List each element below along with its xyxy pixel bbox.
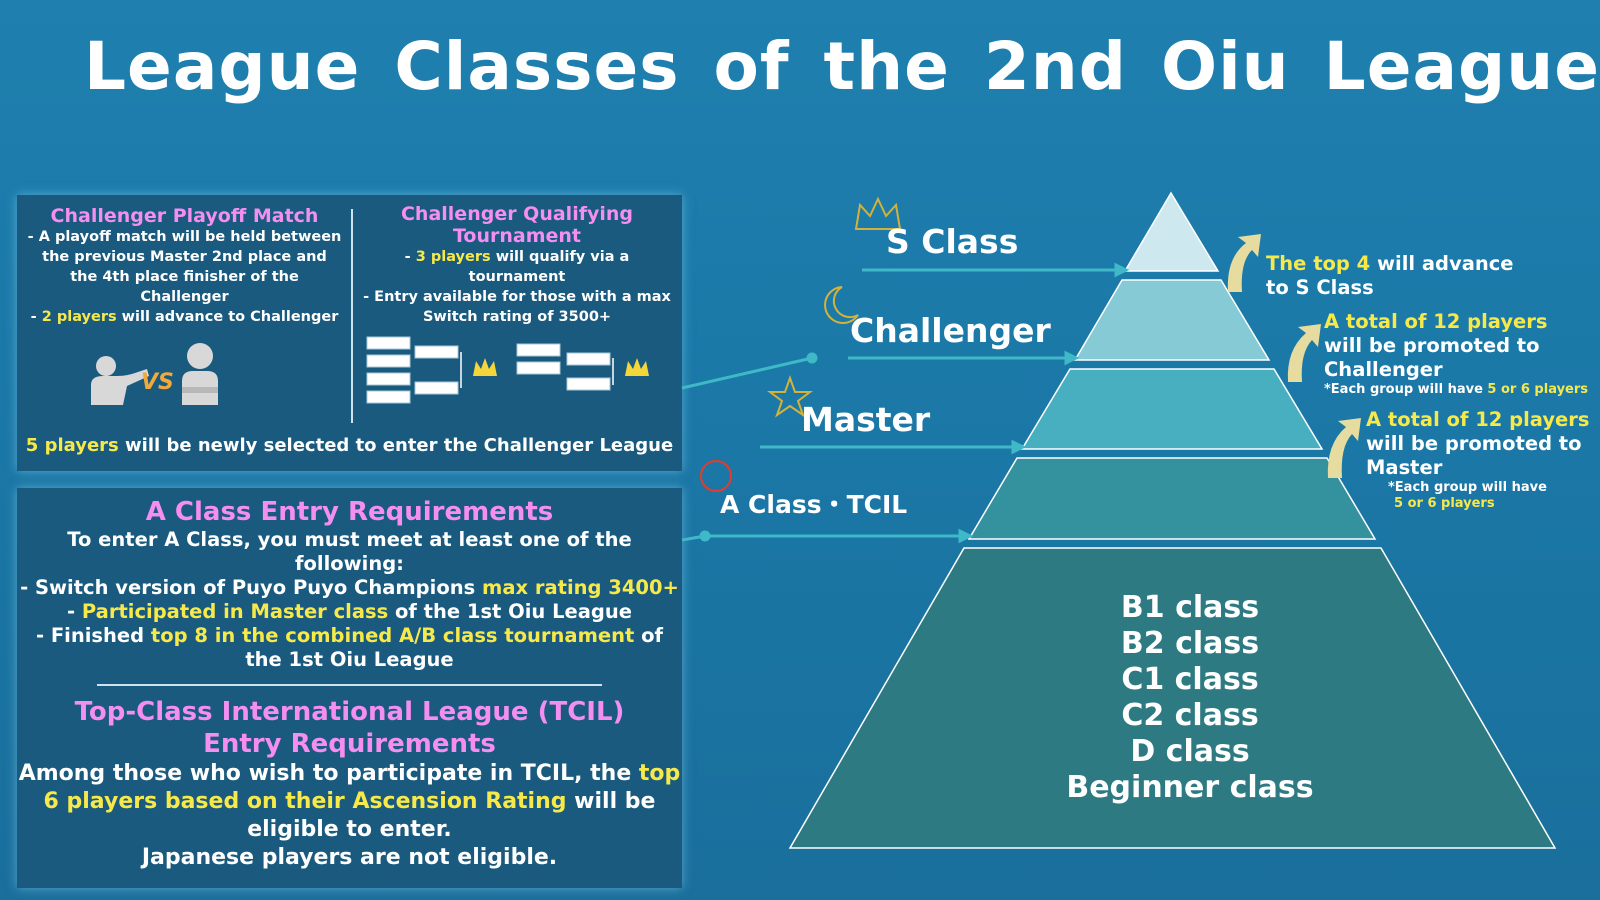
arrow-up-icon — [1227, 234, 1261, 292]
tier-a — [967, 457, 1377, 540]
tier-connectors — [681, 262, 1130, 544]
section-divider — [97, 684, 602, 686]
tcil-heading-1: Top-Class International League (TCIL) — [74, 697, 625, 727]
base-class-item: B1 class — [1120, 590, 1260, 625]
base-class-list: B1 class B2 class C1 class C2 class D cl… — [960, 590, 1420, 806]
challenger-entry-panel: Challenger Playoff Match - A playoff mat… — [17, 195, 682, 471]
playoff-column: Challenger Playoff Match - A playoff mat… — [27, 205, 342, 327]
crown-icon — [473, 358, 649, 376]
tier-label-master: Master — [801, 400, 931, 439]
decor-icons — [767, 196, 902, 418]
moon-icon — [824, 286, 859, 324]
star-outline-icon — [767, 375, 813, 418]
tcil-note: Japanese players are not eligible. — [141, 845, 558, 870]
qualifying-line-2: - Entry available for those with a max S… — [363, 289, 671, 325]
tier-base — [788, 547, 1557, 849]
base-class-item: B2 class — [1120, 626, 1260, 661]
vs-text: VS — [141, 370, 174, 395]
vs-illustration: VS — [91, 343, 218, 405]
qualifying-highlight: 3 players — [415, 249, 491, 265]
tier-label-a: A Class・TCIL — [720, 490, 908, 519]
a-class-intro: To enter A Class, you must meet at least… — [67, 528, 632, 575]
a-class-req-1: - Switch version of Puyo Puyo Champions … — [20, 576, 679, 599]
playoff-advance-text: - 2 players will advance to Challenger — [30, 309, 339, 325]
newly-selected-highlight: 5 players — [25, 435, 119, 456]
qualifying-line-1: - 3 players will qualify via a tournamen… — [404, 249, 630, 285]
note-to-s: The top 4 will advance to S Class — [1266, 252, 1514, 299]
qualifying-column: Challenger Qualifying Tournament - 3 pla… — [362, 203, 672, 327]
column-divider — [351, 209, 353, 423]
tier-s — [1123, 191, 1220, 272]
base-class-item: C1 class — [1121, 662, 1259, 697]
playoff-advance-highlight: 2 players — [41, 309, 117, 325]
tcil-heading-2: Entry Requirements — [203, 729, 496, 759]
crown-outline-icon — [854, 196, 902, 230]
person-left-icon — [91, 356, 149, 405]
circle-mark-icon — [700, 460, 732, 492]
panel-illustrations: VS — [91, 336, 649, 405]
playoff-description: - A playoff match will be held between t… — [27, 229, 342, 305]
tier-challenger — [1073, 279, 1271, 361]
newly-selected-text: 5 players will be newly selected to ente… — [25, 435, 674, 456]
playoff-heading: Challenger Playoff Match — [50, 205, 319, 227]
person-right-icon — [182, 343, 218, 405]
tier-label-s: S Class — [886, 222, 1019, 261]
a-class-heading: A Class Entry Requirements — [145, 497, 554, 527]
tier-label-challenger: Challenger — [850, 311, 1051, 350]
arrow-up-icon — [1327, 418, 1361, 478]
note-to-challenger: A total of 12 players will be promoted t… — [1324, 310, 1589, 397]
a-class-req-3: - Finished top 8 in the combined A/B cla… — [35, 624, 664, 671]
bracket-illustration — [366, 336, 614, 404]
a-class-panel: A Class Entry Requirements To enter A Cl… — [17, 488, 682, 888]
base-class-item: D class — [1130, 734, 1250, 769]
note-to-master: A total of 12 players will be promoted t… — [1366, 408, 1590, 511]
arrow-up-icon — [1287, 324, 1321, 382]
base-class-item: C2 class — [1121, 698, 1259, 733]
promotion-arrows — [1227, 234, 1361, 478]
a-class-req-2: - Participated in Master class of the 1s… — [67, 600, 632, 623]
tier-master — [1020, 368, 1324, 450]
pyramid — [788, 191, 1557, 849]
tcil-body: Among those who wish to participate in T… — [18, 761, 681, 842]
page-title: League Classes of the 2nd Oiu League — [84, 28, 1600, 105]
qualifying-heading: Challenger Qualifying Tournament — [400, 203, 634, 247]
base-class-item: Beginner class — [1066, 770, 1314, 805]
